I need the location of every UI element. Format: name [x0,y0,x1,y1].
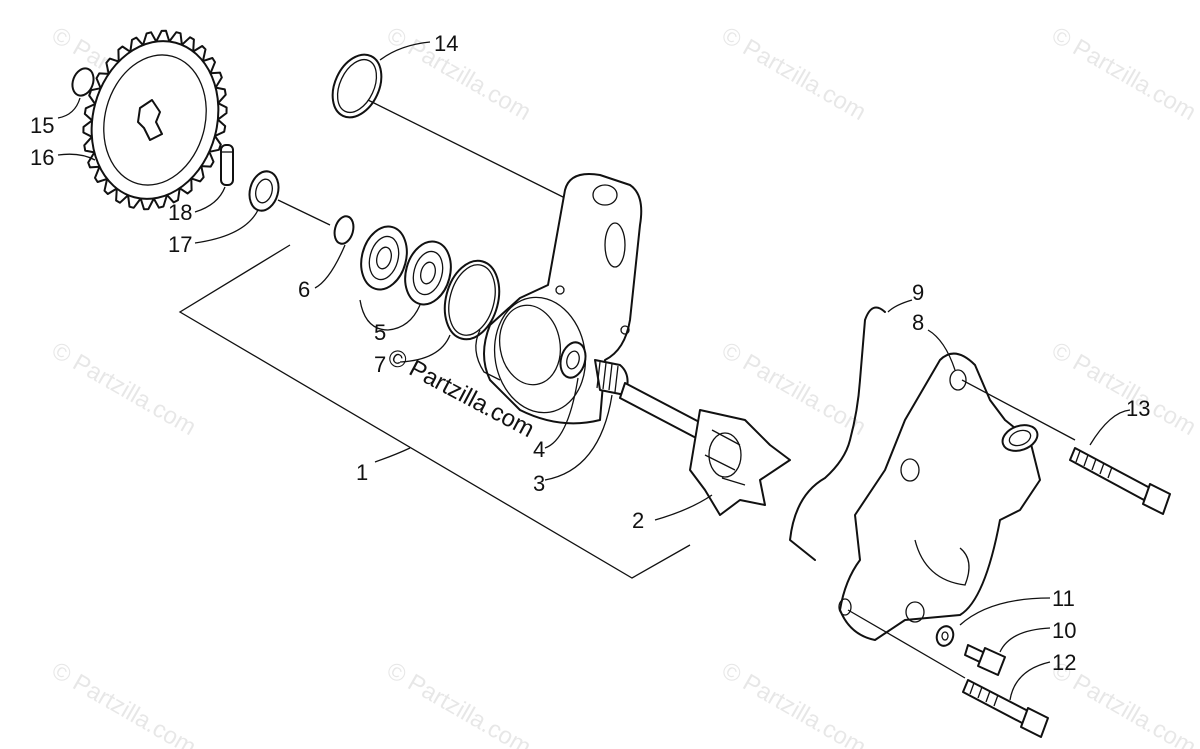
leader-8 [927,329,956,371]
leader-17-dash [277,199,331,226]
leader-11 [959,597,1051,626]
part-bolt-10 [964,644,1006,676]
part-impeller [689,409,791,516]
leader-12-dash [847,609,966,679]
watermark: © Partzilla.com [382,657,536,749]
leader-10 [999,627,1051,653]
part-circlip-6 [333,215,355,245]
part-bolt-13 [1069,447,1171,515]
watermark: © Partzilla.com [382,22,536,126]
callout-layer: 1 2 3 4 5 6 7 8 9 10 11 12 13 14 15 16 1… [30,31,1150,675]
part-gasket [789,306,886,561]
callout-14: 14 [434,31,458,56]
leader-13 [1089,409,1131,446]
callout-8: 8 [912,310,924,335]
callout-16: 16 [30,145,54,170]
leader-9 [887,299,913,313]
callout-13: 13 [1126,396,1150,421]
part-washer-11 [935,625,955,647]
leader-5 [359,299,421,331]
leader-7 [399,334,451,363]
part-pump-cover [838,352,1041,641]
part-bearing-a [360,225,408,291]
watermark: © Partzilla.com [1047,22,1200,126]
leader-15 [57,97,81,119]
part-seal-4 [559,341,587,379]
part-o-ring-7 [443,259,501,341]
watermark: © Partzilla.com [47,337,201,441]
callout-18: 18 [168,200,192,225]
part-bearing-b [404,240,452,306]
part-snap-ring-15 [71,67,95,97]
callout-11: 11 [1052,586,1075,611]
leader-3 [544,394,613,481]
watermark: © Partzilla.com [717,22,871,126]
leader-6 [314,244,346,289]
leader-17 [194,209,259,244]
part-bolt-12 [962,679,1049,738]
callout-12: 12 [1052,650,1076,675]
watermark: © Partzilla.com [1047,337,1200,441]
part-shaft [619,382,706,441]
leader-4 [544,377,579,449]
part-o-ring-large [331,53,383,119]
watermark: © Partzilla.com [47,657,201,749]
watermark: © Partzilla.com [717,657,871,749]
callout-4: 4 [533,437,545,462]
part-dowel-pin [220,144,234,186]
callout-2: 2 [632,508,644,533]
leader-18 [194,186,226,213]
part-gear [82,29,228,211]
part-washer-17 [248,170,280,212]
assembly-bracket [178,244,691,579]
callout-5: 5 [374,320,386,345]
callout-7: 7 [374,352,386,377]
leader-13-dash [961,379,1076,441]
leader-1 [374,447,411,463]
leader-2 [654,494,713,521]
callout-6: 6 [298,277,310,302]
callout-3: 3 [533,471,545,496]
leader-14-dash [367,99,566,199]
callout-17: 17 [168,232,192,257]
callout-9: 9 [912,280,924,305]
leader-16 [57,153,96,161]
callout-1: 1 [356,460,368,485]
leader-14 [379,41,431,61]
callout-10: 10 [1052,618,1076,643]
leader-12 [1009,661,1051,701]
callout-15: 15 [30,113,54,138]
